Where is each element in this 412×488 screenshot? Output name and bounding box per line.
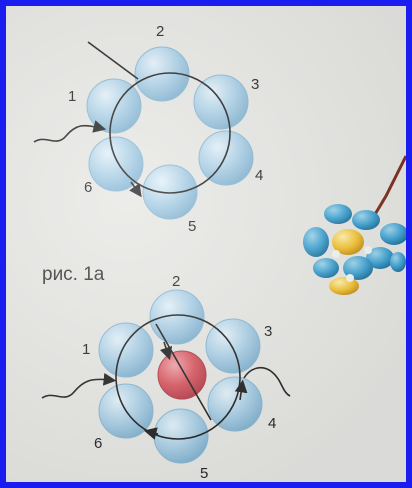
bead: [198, 130, 254, 186]
top-bead-labels: 1 2 3 4 5 6: [68, 23, 263, 235]
bead: [142, 164, 198, 220]
bead-label: 6: [94, 435, 102, 452]
bottom-thread: [41, 314, 291, 440]
bead-label: 3: [251, 76, 259, 93]
bead-label: 5: [188, 218, 196, 235]
bead-label: 2: [172, 273, 180, 290]
bead: [205, 318, 261, 374]
bead-label: 3: [264, 323, 272, 340]
bead-label: 1: [68, 88, 76, 105]
bead: [207, 376, 263, 432]
bead: [153, 408, 209, 464]
beadwork-photo: [303, 155, 406, 295]
bead-label: 5: [200, 465, 208, 482]
bead-label: 1: [82, 341, 90, 358]
bead: [149, 289, 205, 345]
bead: [86, 78, 142, 134]
bead-label: 4: [268, 415, 276, 432]
top-thread: [33, 41, 231, 198]
bead-label: 6: [84, 179, 92, 196]
bottom-bead-ring: [98, 289, 263, 464]
bead-label: 2: [156, 23, 164, 40]
bead-label: 4: [255, 167, 263, 184]
figure-caption: рис. 1а: [42, 264, 105, 285]
center-bead: [157, 350, 207, 400]
illustration-frame: 1 2 3 4 5 6 1 2 3: [6, 6, 406, 482]
bead: [88, 136, 144, 192]
bottom-bead-labels: 1 2 3 4 5 6: [82, 273, 276, 482]
bead: [98, 322, 154, 378]
beading-diagram: 1 2 3 4 5 6 1 2 3: [33, 23, 406, 482]
